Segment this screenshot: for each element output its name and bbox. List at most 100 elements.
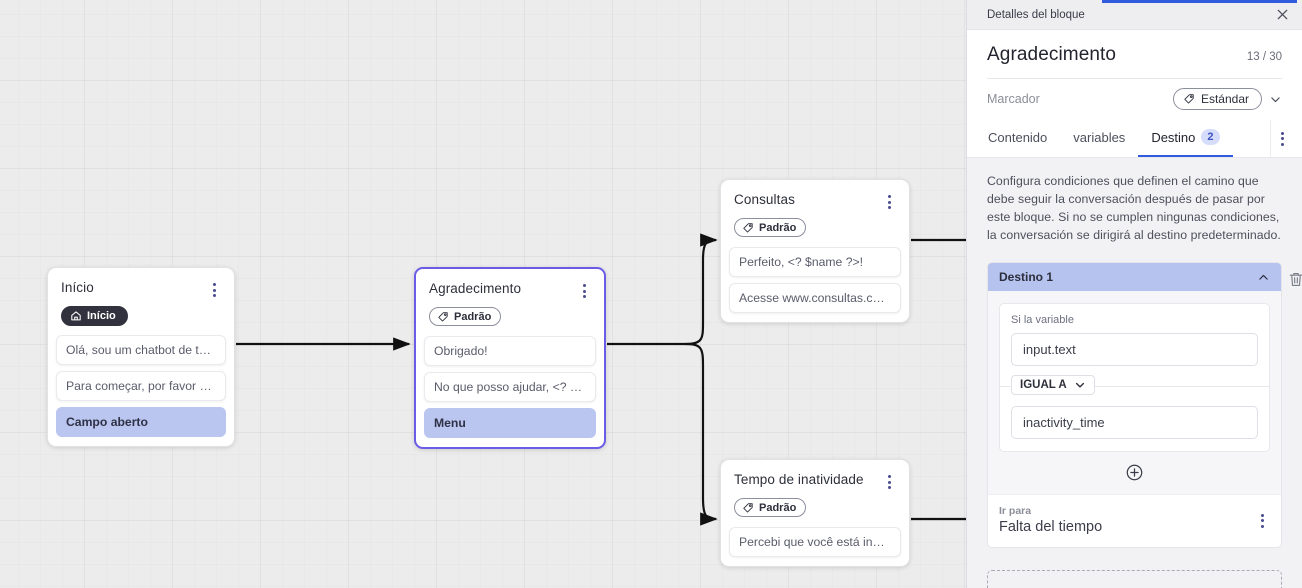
node-header: Início xyxy=(48,268,234,299)
goto-value: Falta del tiempo xyxy=(999,519,1103,535)
node-tag-row: Padrão xyxy=(721,491,909,519)
tab-label: Contenido xyxy=(988,129,1048,145)
node-row-item[interactable]: Perfeito, <? $name ?>! xyxy=(729,246,901,277)
marker-row: Marcador Estándar xyxy=(987,79,1282,120)
destination-wrapper: Destino 1 Si la variable input.text xyxy=(987,262,1302,548)
variable-input[interactable]: input.text xyxy=(1011,333,1258,366)
char-counter: 13 / 30 xyxy=(1246,51,1282,63)
node-tag-row: Padrão xyxy=(721,211,909,239)
tab-destino[interactable]: Destino 2 xyxy=(1138,120,1233,157)
node-tag-row: Início xyxy=(48,299,234,327)
node-tag-badge[interactable]: Padrão xyxy=(734,218,807,237)
destination-description: Configura condiciones que definen el cam… xyxy=(987,174,1281,242)
page-title: Agradecimento xyxy=(987,44,1117,65)
node-tag-badge[interactable]: Padrão xyxy=(429,307,502,326)
edge-agradecimento-inatividade xyxy=(685,342,718,526)
marker-pill[interactable]: Estándar xyxy=(1172,88,1262,110)
tag-icon xyxy=(1184,94,1194,104)
node-row-item[interactable]: Acesse www.consultas.com par... xyxy=(729,282,901,313)
add-destination-button[interactable]: Agregar destino xyxy=(987,570,1282,588)
kebab-menu-icon[interactable] xyxy=(206,281,222,299)
panel-topbar-title: Detalles del bloque xyxy=(987,8,1085,21)
panel-topbar: Detalles del bloque xyxy=(967,0,1302,30)
tabs-overflow-menu-icon[interactable] xyxy=(1270,120,1294,157)
panel-title-row: Agradecimento 13 / 30 xyxy=(987,44,1282,66)
active-tab-indicator-strip xyxy=(1102,0,1297,3)
tab-label: Destino xyxy=(1151,129,1196,145)
comparison-value-input[interactable]: inactivity_time xyxy=(1011,406,1258,439)
condition-box: Si la variable input.text IGUAL A xyxy=(999,303,1270,452)
node-row-item[interactable]: Obrigado! xyxy=(424,335,596,366)
goto-text-group: Ir para Falta del tiempo xyxy=(999,505,1102,535)
operator-value: IGUAL A xyxy=(1020,379,1067,391)
add-condition-button[interactable] xyxy=(999,452,1270,494)
divider xyxy=(1000,386,1269,387)
destination-card: Destino 1 Si la variable input.text xyxy=(987,262,1282,548)
close-icon[interactable] xyxy=(1272,5,1292,25)
trash-icon[interactable] xyxy=(1288,271,1302,288)
node-body: Perfeito, <? $name ?>! Acesse www.consul… xyxy=(721,239,909,322)
node-tag-row: Padrão xyxy=(416,300,604,328)
tag-icon xyxy=(743,222,753,232)
flow-node-tempo-de-inatividade[interactable]: Tempo de inatividade Padrão Percebi que … xyxy=(720,459,910,567)
tab-variables[interactable]: variables xyxy=(1060,120,1138,157)
divider xyxy=(987,78,1282,79)
node-body: Percebi que você está inativo. C... xyxy=(721,519,909,566)
node-header: Agradecimento xyxy=(416,269,604,300)
chevron-up-icon[interactable] xyxy=(1257,271,1270,284)
flow-node-consultas[interactable]: Consultas Padrão Perfeito, <? $name ?>! … xyxy=(720,179,910,323)
node-tag-label: Padrão xyxy=(759,221,797,234)
node-row-item[interactable]: Para começar, por favor digite o ... xyxy=(56,371,226,401)
flow-node-agradecimento[interactable]: Agradecimento Padrão Obrigado! No que po… xyxy=(414,267,606,449)
tab-label: variables xyxy=(1073,129,1126,145)
chevron-down-icon[interactable] xyxy=(1269,93,1282,106)
condition-label: Si la variable xyxy=(1011,314,1074,326)
node-header: Tempo de inatividade xyxy=(721,460,909,491)
operator-row: IGUAL A xyxy=(1000,375,1269,398)
tag-icon xyxy=(438,311,448,321)
node-tag-badge[interactable]: Padrão xyxy=(734,498,807,517)
operator-select[interactable]: IGUAL A xyxy=(1011,375,1095,395)
node-row-item[interactable]: Percebi que você está inativo. C... xyxy=(729,526,901,557)
node-tag-label: Padrão xyxy=(759,501,797,514)
tab-badge-count: 2 xyxy=(1201,129,1220,145)
marker-control: Estándar xyxy=(1172,88,1282,110)
goto-label: Ir para xyxy=(999,505,1032,517)
node-title: Consultas xyxy=(734,192,795,207)
kebab-menu-icon[interactable] xyxy=(881,473,897,491)
destination-card-title: Destino 1 xyxy=(999,270,1054,284)
panel-content: Configura condiciones que definen el cam… xyxy=(967,158,1302,588)
edge-agradecimento-consultas xyxy=(685,233,718,346)
marker-label: Marcador xyxy=(987,92,1040,106)
node-tag-label: Início xyxy=(87,310,116,322)
node-row-item[interactable]: Olá, sou um chatbot de teste! xyxy=(56,335,226,365)
goto-section[interactable]: Ir para Falta del tiempo xyxy=(988,494,1281,547)
node-title: Tempo de inatividade xyxy=(734,472,864,487)
panel-tabs: Contenido variables Destino 2 xyxy=(967,120,1302,158)
marker-value: Estándar xyxy=(1200,92,1249,106)
flow-canvas[interactable]: Início Início Olá, sou um chatbot de tes… xyxy=(0,0,966,588)
node-row-item[interactable]: No que posso ajudar, <? $name ... xyxy=(424,371,596,402)
node-row-item[interactable]: Campo aberto xyxy=(56,407,226,437)
flow-node-inicio[interactable]: Início Início Olá, sou um chatbot de tes… xyxy=(47,267,235,447)
chevron-down-icon xyxy=(1075,382,1084,388)
tab-contenido[interactable]: Contenido xyxy=(975,120,1060,157)
node-title: Início xyxy=(61,280,94,295)
circle-plus-icon xyxy=(1126,464,1143,481)
node-tag-badge[interactable]: Início xyxy=(61,306,128,326)
node-row-item[interactable]: Menu xyxy=(424,407,596,438)
home-icon xyxy=(71,311,81,321)
node-body: Olá, sou um chatbot de teste! Para começ… xyxy=(48,327,234,446)
kebab-menu-icon[interactable] xyxy=(576,282,592,300)
kebab-menu-icon[interactable] xyxy=(1254,512,1270,530)
node-body: Obrigado! No que posso ajudar, <? $name … xyxy=(416,328,604,447)
panel-header: Agradecimento 13 / 30 Marcador Estándar xyxy=(967,30,1302,120)
destination-card-header[interactable]: Destino 1 xyxy=(988,263,1281,291)
kebab-menu-icon[interactable] xyxy=(881,193,897,211)
tag-icon xyxy=(743,502,753,512)
node-header: Consultas xyxy=(721,180,909,211)
node-tag-label: Padrão xyxy=(454,310,492,323)
block-details-panel: Detalles del bloque Agradecimento 13 / 3… xyxy=(966,0,1302,588)
node-title: Agradecimento xyxy=(429,281,522,296)
